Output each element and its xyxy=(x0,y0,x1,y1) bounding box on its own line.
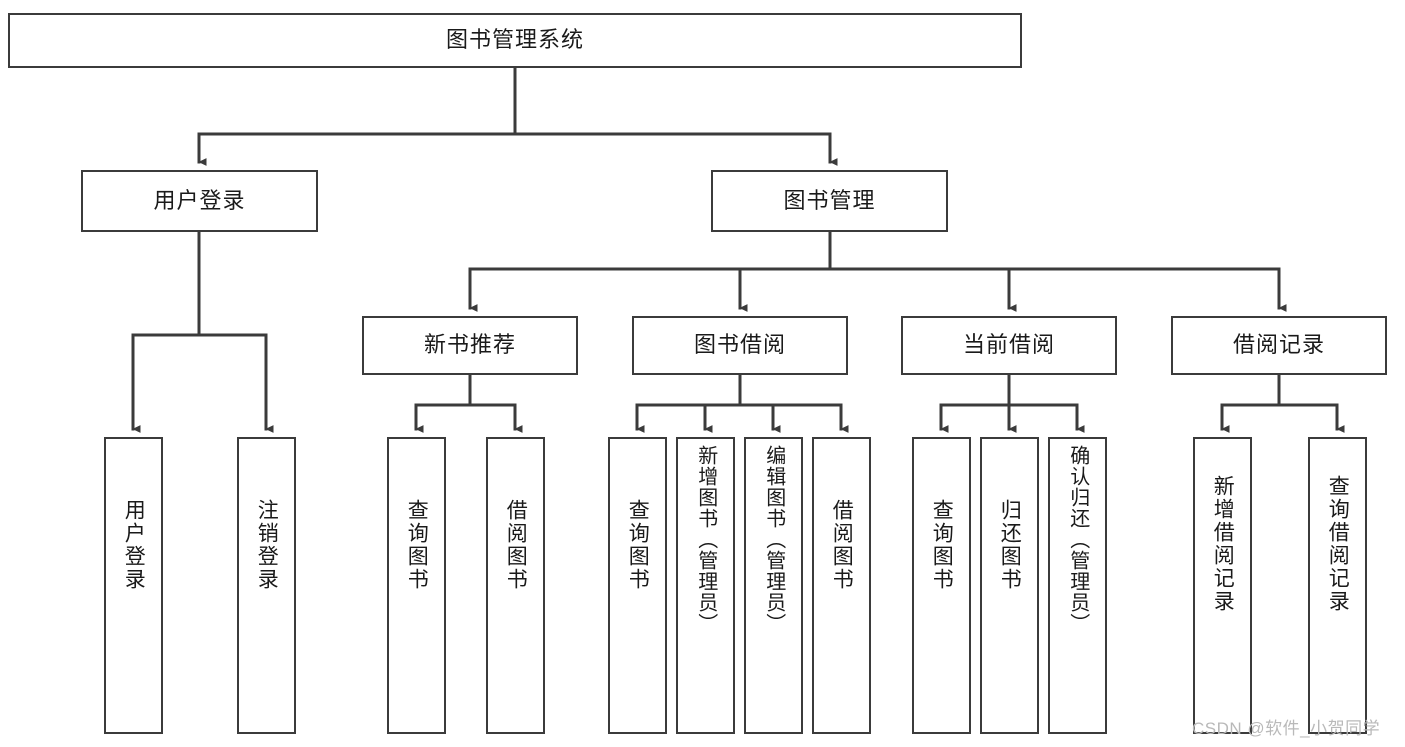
node-new-book-recommend-label: 新书推荐 xyxy=(423,332,516,358)
node-leaf-query-book-2[interactable]: 查询图书 xyxy=(608,437,667,734)
node-borrow-record-label: 借阅记录 xyxy=(1232,332,1325,358)
node-current-borrow[interactable]: 当前借阅 xyxy=(901,316,1117,375)
node-leaf-query-book-2-label: 查询图书 xyxy=(626,499,650,591)
node-leaf-query-book-1[interactable]: 查询图书 xyxy=(387,437,446,734)
node-leaf-borrow-book-1[interactable]: 借阅图书 xyxy=(486,437,545,734)
node-leaf-user-login[interactable]: 用户登录 xyxy=(104,437,163,734)
node-leaf-return-book-label: 归还图书 xyxy=(998,499,1022,591)
node-user-login[interactable]: 用户登录 xyxy=(81,170,318,232)
node-book-management[interactable]: 图书管理 xyxy=(711,170,948,232)
node-leaf-query-book-3-label: 查询图书 xyxy=(930,499,954,591)
node-leaf-query-book-1-label: 查询图书 xyxy=(405,499,429,591)
node-new-book-recommend[interactable]: 新书推荐 xyxy=(362,316,578,375)
node-current-borrow-label: 当前借阅 xyxy=(962,332,1055,358)
node-leaf-add-record-label: 新增借阅记录 xyxy=(1211,475,1235,613)
node-leaf-confirm-return[interactable]: 确认归还（管理员） xyxy=(1048,437,1107,734)
node-leaf-borrow-book-2-label: 借阅图书 xyxy=(830,499,854,591)
node-book-borrow[interactable]: 图书借阅 xyxy=(632,316,848,375)
node-leaf-query-record[interactable]: 查询借阅记录 xyxy=(1308,437,1367,734)
node-leaf-query-record-label: 查询借阅记录 xyxy=(1326,475,1350,613)
node-leaf-add-record[interactable]: 新增借阅记录 xyxy=(1193,437,1252,734)
node-leaf-add-book-label: 新增图书（管理员） xyxy=(694,445,717,634)
node-borrow-record[interactable]: 借阅记录 xyxy=(1171,316,1387,375)
node-leaf-user-login-label: 用户登录 xyxy=(122,499,146,591)
node-leaf-borrow-book-1-label: 借阅图书 xyxy=(504,499,528,591)
node-leaf-add-book[interactable]: 新增图书（管理员） xyxy=(676,437,735,734)
node-book-management-label: 图书管理 xyxy=(783,187,876,213)
node-leaf-return-book[interactable]: 归还图书 xyxy=(980,437,1039,734)
node-book-borrow-label: 图书借阅 xyxy=(693,332,786,358)
node-root-label: 图书管理系统 xyxy=(445,27,584,53)
node-root[interactable]: 图书管理系统 xyxy=(8,13,1022,68)
node-user-login-label: 用户登录 xyxy=(153,187,246,213)
node-leaf-edit-book[interactable]: 编辑图书（管理员） xyxy=(744,437,803,734)
node-leaf-logout-label: 注销登录 xyxy=(255,499,279,591)
node-leaf-logout[interactable]: 注销登录 xyxy=(237,437,296,734)
node-leaf-edit-book-label: 编辑图书（管理员） xyxy=(762,445,785,634)
node-leaf-confirm-return-label: 确认归还（管理员） xyxy=(1066,445,1089,634)
node-leaf-query-book-3[interactable]: 查询图书 xyxy=(912,437,971,734)
csdn-watermark: CSDN @软件_小贺同学 xyxy=(1192,719,1381,738)
node-leaf-borrow-book-2[interactable]: 借阅图书 xyxy=(812,437,871,734)
